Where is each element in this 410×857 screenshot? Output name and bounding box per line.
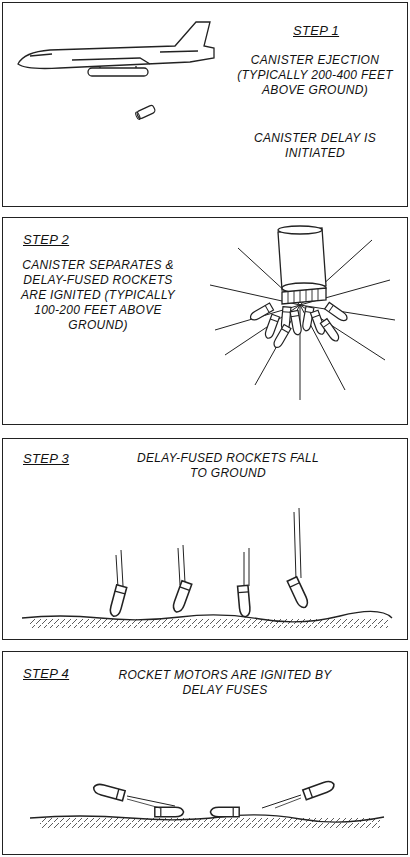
- step-label: STEP 3: [23, 451, 123, 467]
- step-label: STEP 1: [293, 23, 393, 39]
- step-description: CANISTER SEPARATES & DELAY-FUSED ROCKETS…: [13, 258, 183, 333]
- ground: [22, 611, 392, 628]
- step-description: ROCKET MOTORS ARE IGNITED BY DELAY FUSES: [115, 668, 335, 698]
- canister: [135, 105, 156, 120]
- step-panel: STEP 4ROCKET MOTORS ARE IGNITED BY DELAY…: [2, 651, 408, 855]
- step-description: CANISTER DELAY IS INITIATED: [225, 131, 405, 161]
- launched-rocket: [262, 779, 336, 808]
- fall-lines: [116, 508, 301, 588]
- step-panel: STEP 1 CANISTER EJECTION (TYPICALLY 200-4…: [2, 2, 408, 207]
- step-label: STEP 4: [23, 666, 123, 682]
- launched-rocket: [92, 783, 175, 808]
- ground: [30, 815, 384, 828]
- aircraft: [18, 22, 214, 76]
- step-description: DELAY-FUSED ROCKETS FALL TO GROUND: [133, 451, 323, 481]
- separated-canister: [278, 226, 326, 304]
- step-description: CANISTER EJECTION (TYPICALLY 200-400 FEE…: [225, 53, 405, 98]
- step-label: STEP 2: [23, 232, 123, 248]
- step-panel: STEP 2 CANISTER SEPARATES & DELAY-FUSED R…: [2, 217, 408, 425]
- step-panel: STEP 3 DELAY-FUSED ROCKETS FALL TO GROUND: [2, 438, 408, 640]
